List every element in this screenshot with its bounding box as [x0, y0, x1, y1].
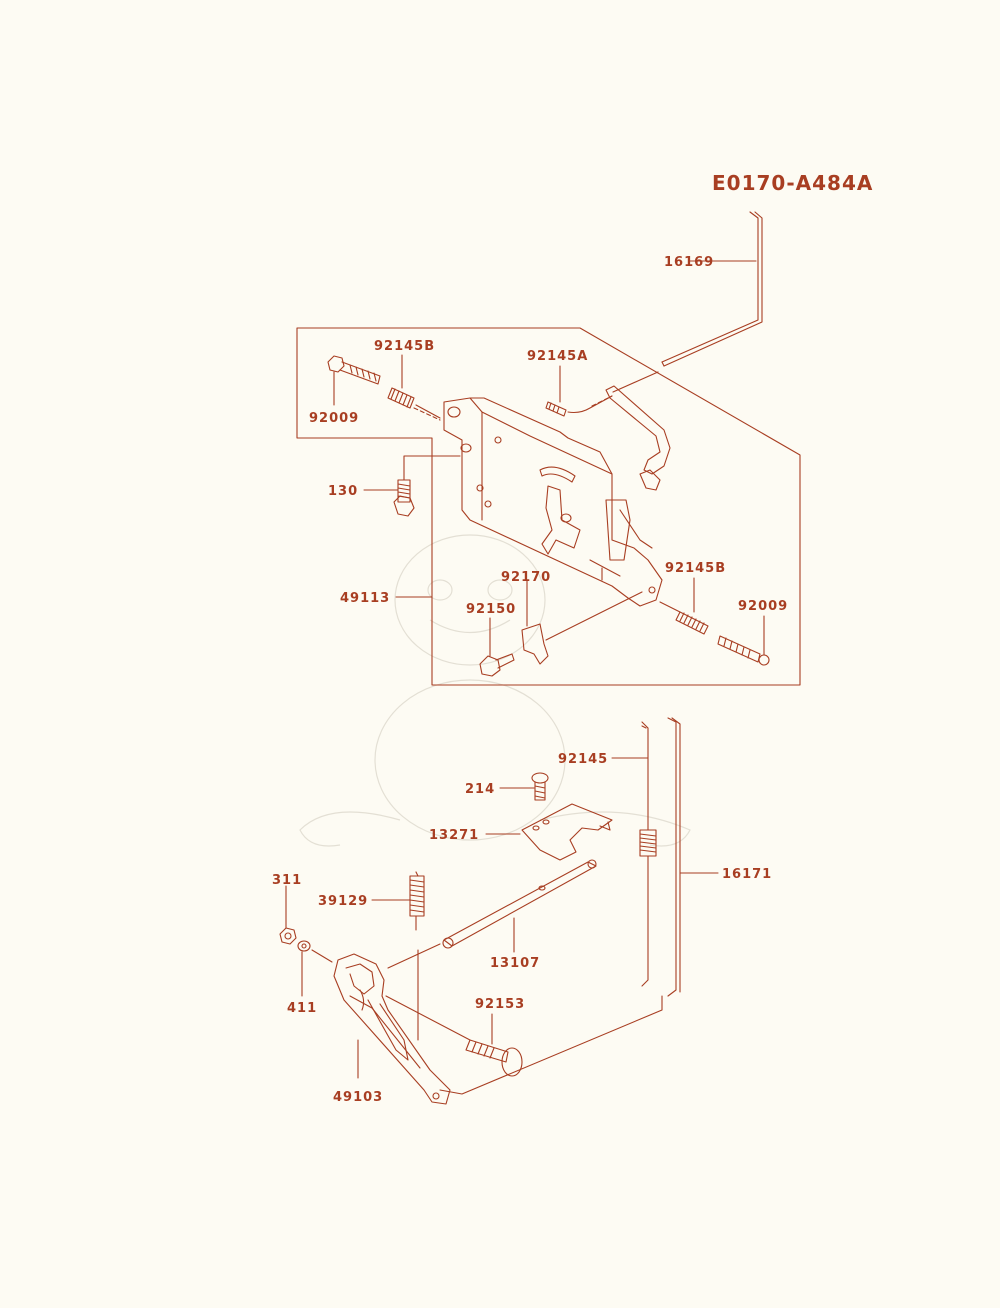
part-130-bolt	[363, 455, 461, 517]
label-92145: 92145	[558, 752, 608, 767]
label-49113: 49113	[340, 591, 390, 606]
upper-assembly-frame	[296, 327, 801, 686]
part-92145A-spring	[545, 365, 613, 417]
label-39129: 39129	[318, 894, 368, 909]
leader-rod-to-lever	[612, 371, 659, 393]
label-130: 130	[328, 484, 358, 499]
part-92145B-bottom-spring	[659, 577, 709, 635]
part-92153-pin	[465, 1013, 523, 1077]
part-13107-shaft	[442, 859, 597, 953]
label-311: 311	[272, 873, 302, 888]
guide-line-2	[591, 395, 613, 407]
watermark-logo	[299, 534, 691, 847]
part-92009-bottom-bolt	[717, 615, 770, 666]
part-92145-spring-rod	[611, 721, 657, 987]
guide-line-1	[413, 407, 441, 421]
label-92153: 92153	[475, 997, 525, 1012]
label-92150: 92150	[466, 602, 516, 617]
label-92145B-bottom: 92145B	[665, 561, 726, 576]
label-16171: 16171	[722, 867, 772, 882]
part-92150-bolt	[479, 617, 515, 677]
label-92170: 92170	[501, 570, 551, 585]
part-411-washer	[297, 940, 333, 997]
label-214: 214	[465, 782, 495, 797]
part-13271-plate	[485, 803, 613, 861]
part-92009-top-bolt	[327, 355, 381, 406]
part-16169-rod	[661, 211, 763, 367]
label-13107: 13107	[490, 956, 540, 971]
part-16171-rod	[667, 717, 719, 997]
part-49103-lever	[333, 943, 471, 1105]
label-92009-top: 92009	[309, 411, 359, 426]
label-13271: 13271	[429, 828, 479, 843]
part-92145B-top-spring	[387, 354, 441, 419]
part-92170-clip	[521, 579, 643, 665]
part-throttle-lever	[605, 385, 671, 491]
part-49113-control-plate	[395, 397, 663, 607]
label-49103: 49103	[333, 1090, 383, 1105]
diagram-code: E0170-A484A	[712, 171, 873, 195]
label-16169: 16169	[664, 255, 714, 270]
leader-lever-to-rod	[439, 995, 663, 1095]
label-92145B-top: 92145B	[374, 339, 435, 354]
part-labels: E0170-A484A 16169 92145B 92145A 92009 13…	[272, 171, 873, 1105]
label-92145A: 92145A	[527, 349, 588, 364]
part-214-screw	[499, 772, 549, 801]
part-39129-spring	[371, 871, 425, 1041]
label-92009-bottom: 92009	[738, 599, 788, 614]
label-411: 411	[287, 1001, 317, 1016]
part-311-nut	[279, 885, 297, 945]
